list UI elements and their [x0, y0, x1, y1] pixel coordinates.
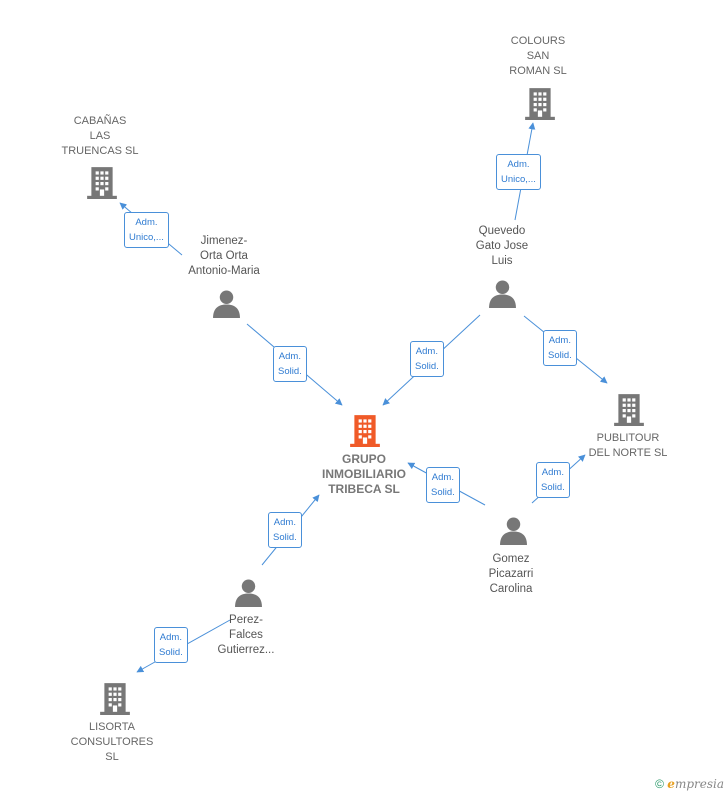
node-label-perez[interactable]: Perez- Falces Gutierrez...	[217, 614, 275, 656]
edge-label-perez-center[interactable]: Adm. Solid.	[268, 512, 302, 548]
building-icon-lisorta	[100, 683, 130, 715]
building-icon-cabanas	[87, 167, 117, 199]
node-label-jimenez[interactable]: Jimenez- Orta Orta Antonio-Maria	[188, 235, 260, 277]
building-icon-publitour	[614, 394, 644, 426]
footer-brand: © empresia	[655, 777, 724, 791]
person-icon-quevedo	[489, 280, 516, 308]
edge-label-jimenez-center[interactable]: Adm. Solid.	[273, 346, 307, 382]
edge-label-quevedo-publitour[interactable]: Adm. Solid.	[543, 330, 577, 366]
node-label-lisorta[interactable]: LISORTA CONSULTORES SL	[70, 721, 154, 763]
node-label-gomez[interactable]: Gomez Picazarri Carolina	[488, 553, 534, 595]
person-icon-gomez	[500, 517, 527, 545]
edge-label-gomez-center[interactable]: Adm. Solid.	[426, 467, 460, 503]
empresia-logo: empresia	[667, 777, 724, 791]
building-icon-colours	[525, 88, 555, 120]
edge-label-jimenez-cabanas[interactable]: Adm. Unico,...	[124, 212, 169, 248]
node-label-colours[interactable]: COLOURS SAN ROMAN SL	[509, 35, 567, 77]
edge-label-perez-lisorta[interactable]: Adm. Solid.	[154, 627, 188, 663]
person-icon-perez	[235, 579, 262, 607]
edge-label-quevedo-center[interactable]: Adm. Solid.	[410, 341, 444, 377]
node-label-quevedo[interactable]: Quevedo Gato Jose Luis	[475, 225, 529, 267]
node-label-publitour[interactable]: PUBLITOUR DEL NORTE SL	[588, 432, 668, 459]
copyright-icon: ©	[655, 777, 664, 791]
person-icon-jimenez	[213, 290, 240, 318]
edge-label-gomez-publitour[interactable]: Adm. Solid.	[536, 462, 570, 498]
node-label-cabanas[interactable]: CABAÑAS LAS TRUENCAS SL	[61, 115, 139, 157]
building-icon-center	[350, 415, 380, 447]
node-label-center[interactable]: GRUPO INMOBILIARIO TRIBECA SL	[322, 452, 406, 496]
edge-label-quevedo-colours[interactable]: Adm. Unico,...	[496, 154, 541, 190]
